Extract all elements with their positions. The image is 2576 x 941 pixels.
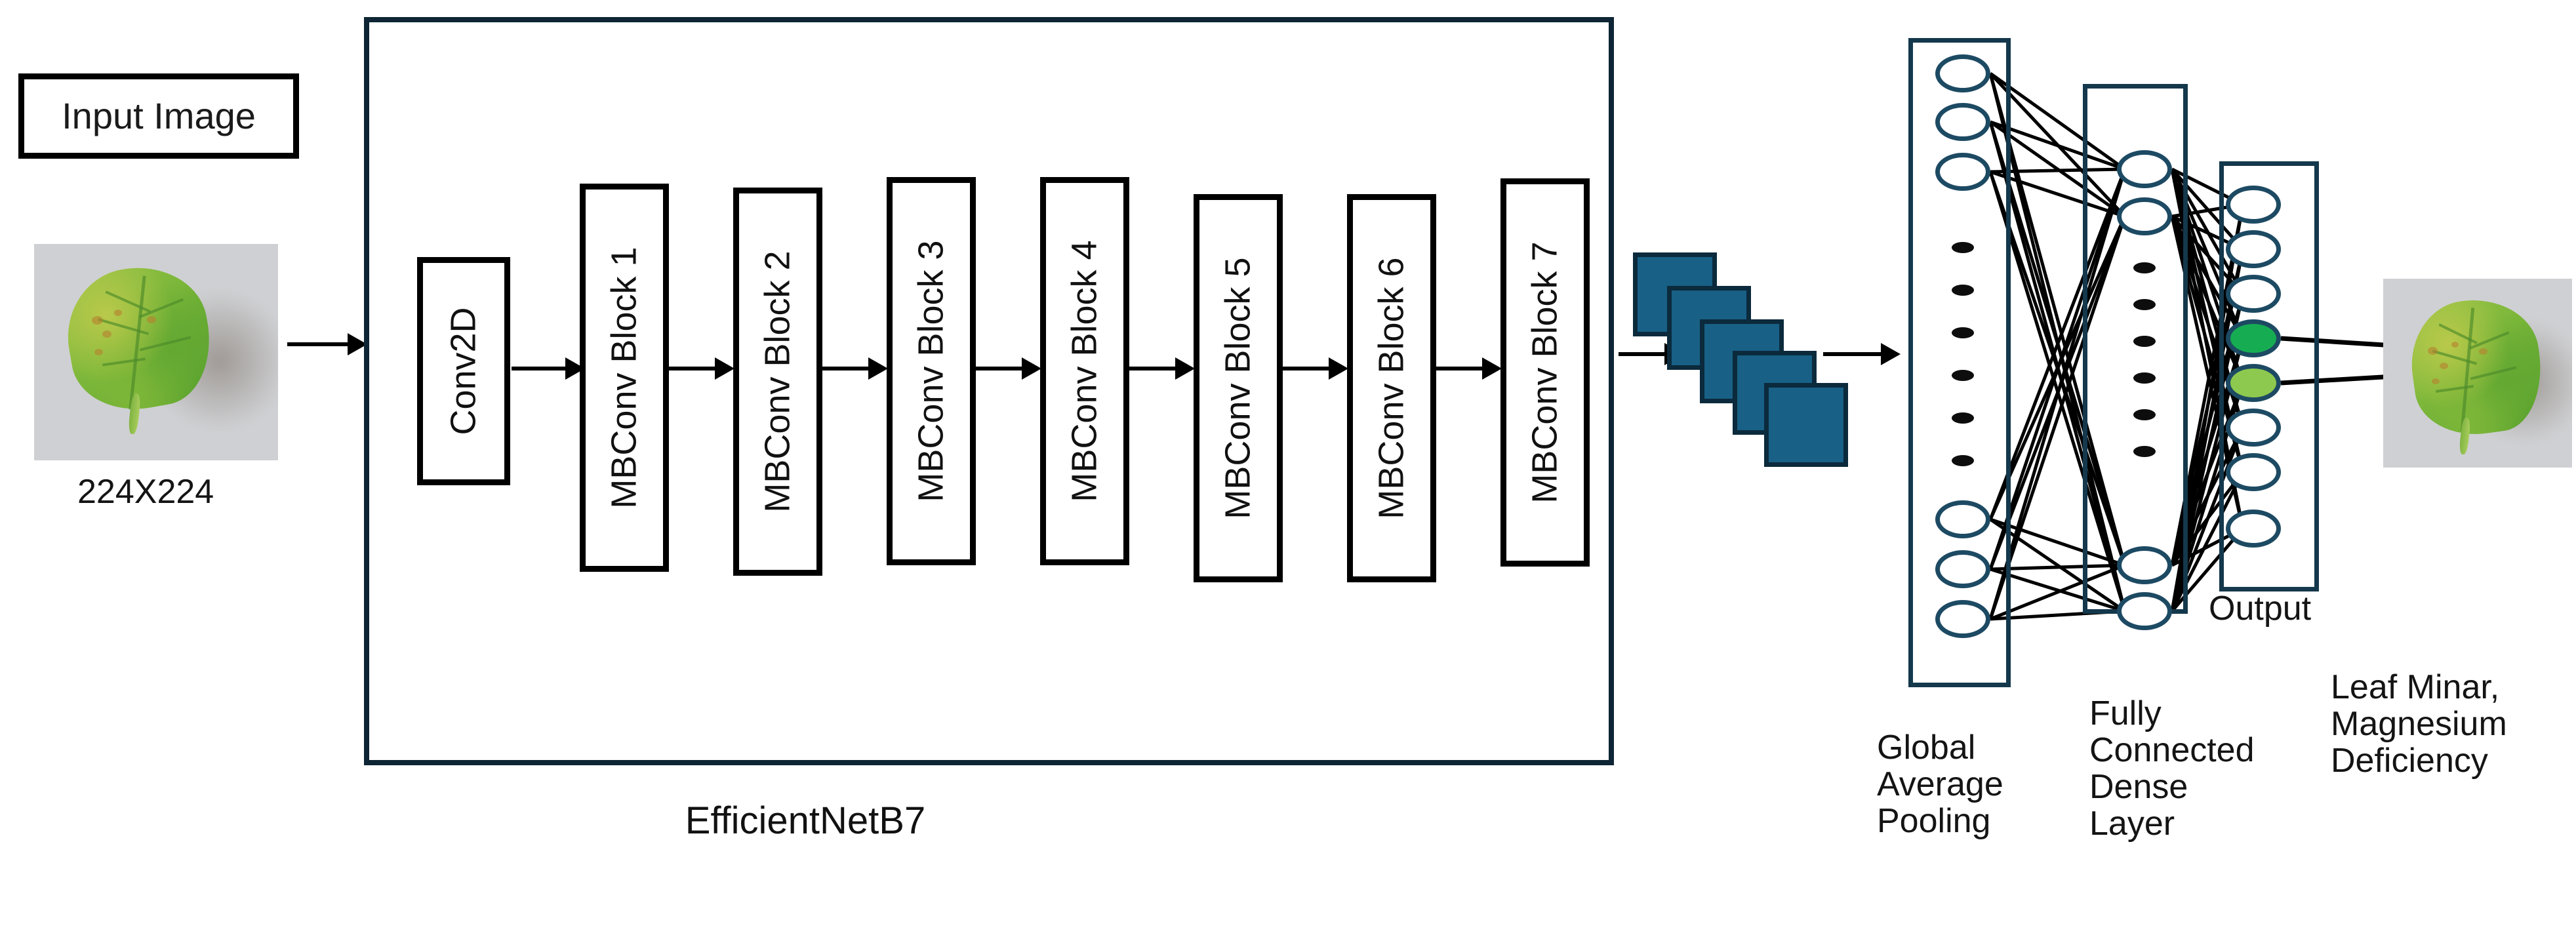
prediction-caption: Leaf Minar, Magnesium Deficiency bbox=[2331, 668, 2507, 780]
fc-caption-line-4: Layer bbox=[2089, 805, 2175, 843]
block-mbconv-5-label: MBConv Block 5 bbox=[1218, 257, 1258, 519]
block-mbconv-4-label: MBConv Block 4 bbox=[1065, 240, 1104, 502]
gap-caption-line-2: Average bbox=[1877, 765, 2003, 804]
prediction-caption-line-3: Deficiency bbox=[2331, 742, 2488, 780]
prediction-caption-line-1: Leaf Minar, bbox=[2331, 668, 2500, 706]
gap-node-4 bbox=[1935, 500, 1990, 538]
input-leaf-image bbox=[34, 244, 278, 460]
block-mbconv-2[interactable]: MBConv Block 2 bbox=[733, 188, 822, 576]
fc-caption: Fully Connected Dense Layer bbox=[2089, 695, 2255, 843]
output-node-1 bbox=[2226, 186, 2281, 224]
layer-box-output bbox=[2219, 161, 2319, 591]
block-mbconv-1[interactable]: MBConv Block 1 bbox=[580, 184, 669, 572]
output-leaf-image bbox=[2383, 279, 2572, 468]
gap-node-6 bbox=[1935, 600, 1990, 638]
gap-ellipsis-dot-4 bbox=[1952, 370, 1974, 381]
block-mbconv-3[interactable]: MBConv Block 3 bbox=[887, 177, 976, 565]
block-mbconv-3-label: MBConv Block 3 bbox=[912, 240, 951, 502]
gap-caption: Global Average Pooling bbox=[1877, 729, 2003, 841]
block-mbconv-7[interactable]: MBConv Block 7 bbox=[1500, 178, 1590, 567]
output-node-6 bbox=[2226, 409, 2281, 447]
fc-caption-line-1: Fully bbox=[2089, 694, 2162, 732]
fc-ellipsis-dot-2 bbox=[2133, 299, 2156, 310]
gap-node-1 bbox=[1935, 54, 1990, 92]
output-caption: Output bbox=[2209, 590, 2312, 628]
fc-caption-line-2: Connected bbox=[2089, 731, 2255, 770]
output-node-4-highlighted bbox=[2226, 319, 2281, 357]
output-node-8 bbox=[2226, 510, 2281, 548]
output-node-3 bbox=[2226, 275, 2281, 313]
prediction-caption-line-2: Magnesium bbox=[2331, 705, 2507, 744]
block-mbconv-2-label: MBConv Block 2 bbox=[758, 250, 797, 513]
backbone-caption: EfficientNetB7 bbox=[685, 799, 926, 842]
block-mbconv-6[interactable]: MBConv Block 6 bbox=[1347, 194, 1436, 582]
gap-ellipsis-dot-6 bbox=[1952, 455, 1974, 466]
block-mbconv-5[interactable]: MBConv Block 5 bbox=[1194, 194, 1283, 582]
output-node-7 bbox=[2226, 453, 2281, 491]
block-mbconv-4[interactable]: MBConv Block 4 bbox=[1040, 177, 1129, 565]
gap-ellipsis-dot-5 bbox=[1952, 412, 1974, 424]
feature-map-5 bbox=[1764, 383, 1848, 467]
fc-node-1 bbox=[2117, 150, 2172, 188]
fc-node-3 bbox=[2117, 546, 2172, 584]
block-conv2d[interactable]: Conv2D bbox=[417, 257, 510, 485]
gap-node-2 bbox=[1935, 103, 1990, 141]
block-mbconv-6-label: MBConv Block 6 bbox=[1372, 257, 1411, 519]
gap-ellipsis-dot-1 bbox=[1952, 242, 1974, 253]
fc-node-4 bbox=[2117, 592, 2172, 630]
output-node-5-highlighted bbox=[2226, 364, 2281, 402]
fc-ellipsis-dot-5 bbox=[2133, 409, 2156, 420]
gap-node-5 bbox=[1935, 550, 1990, 588]
output-node-2 bbox=[2226, 230, 2281, 268]
gap-caption-line-3: Pooling bbox=[1877, 802, 1991, 841]
input-image-caption: 224X224 bbox=[77, 473, 214, 511]
fc-caption-line-3: Dense bbox=[2089, 768, 2188, 807]
fc-node-2 bbox=[2117, 197, 2172, 235]
input-image-label: Input Image bbox=[62, 95, 256, 136]
gap-caption-line-1: Global bbox=[1877, 729, 1976, 767]
gap-ellipsis-dot-3 bbox=[1952, 327, 1974, 338]
input-image-label-box: Input Image bbox=[18, 73, 299, 159]
block-mbconv-1-label: MBConv Block 1 bbox=[605, 247, 644, 509]
gap-ellipsis-dot-2 bbox=[1952, 285, 1974, 296]
fc-ellipsis-dot-1 bbox=[2133, 262, 2156, 273]
layer-box-global-average-pooling bbox=[1908, 38, 2011, 687]
block-mbconv-7-label: MBConv Block 7 bbox=[1525, 241, 1565, 504]
block-conv2d-label: Conv2D bbox=[444, 307, 483, 435]
gap-node-3 bbox=[1935, 153, 1990, 191]
fc-ellipsis-dot-4 bbox=[2133, 372, 2156, 384]
fc-ellipsis-dot-3 bbox=[2133, 336, 2156, 347]
fc-ellipsis-dot-6 bbox=[2133, 446, 2156, 457]
